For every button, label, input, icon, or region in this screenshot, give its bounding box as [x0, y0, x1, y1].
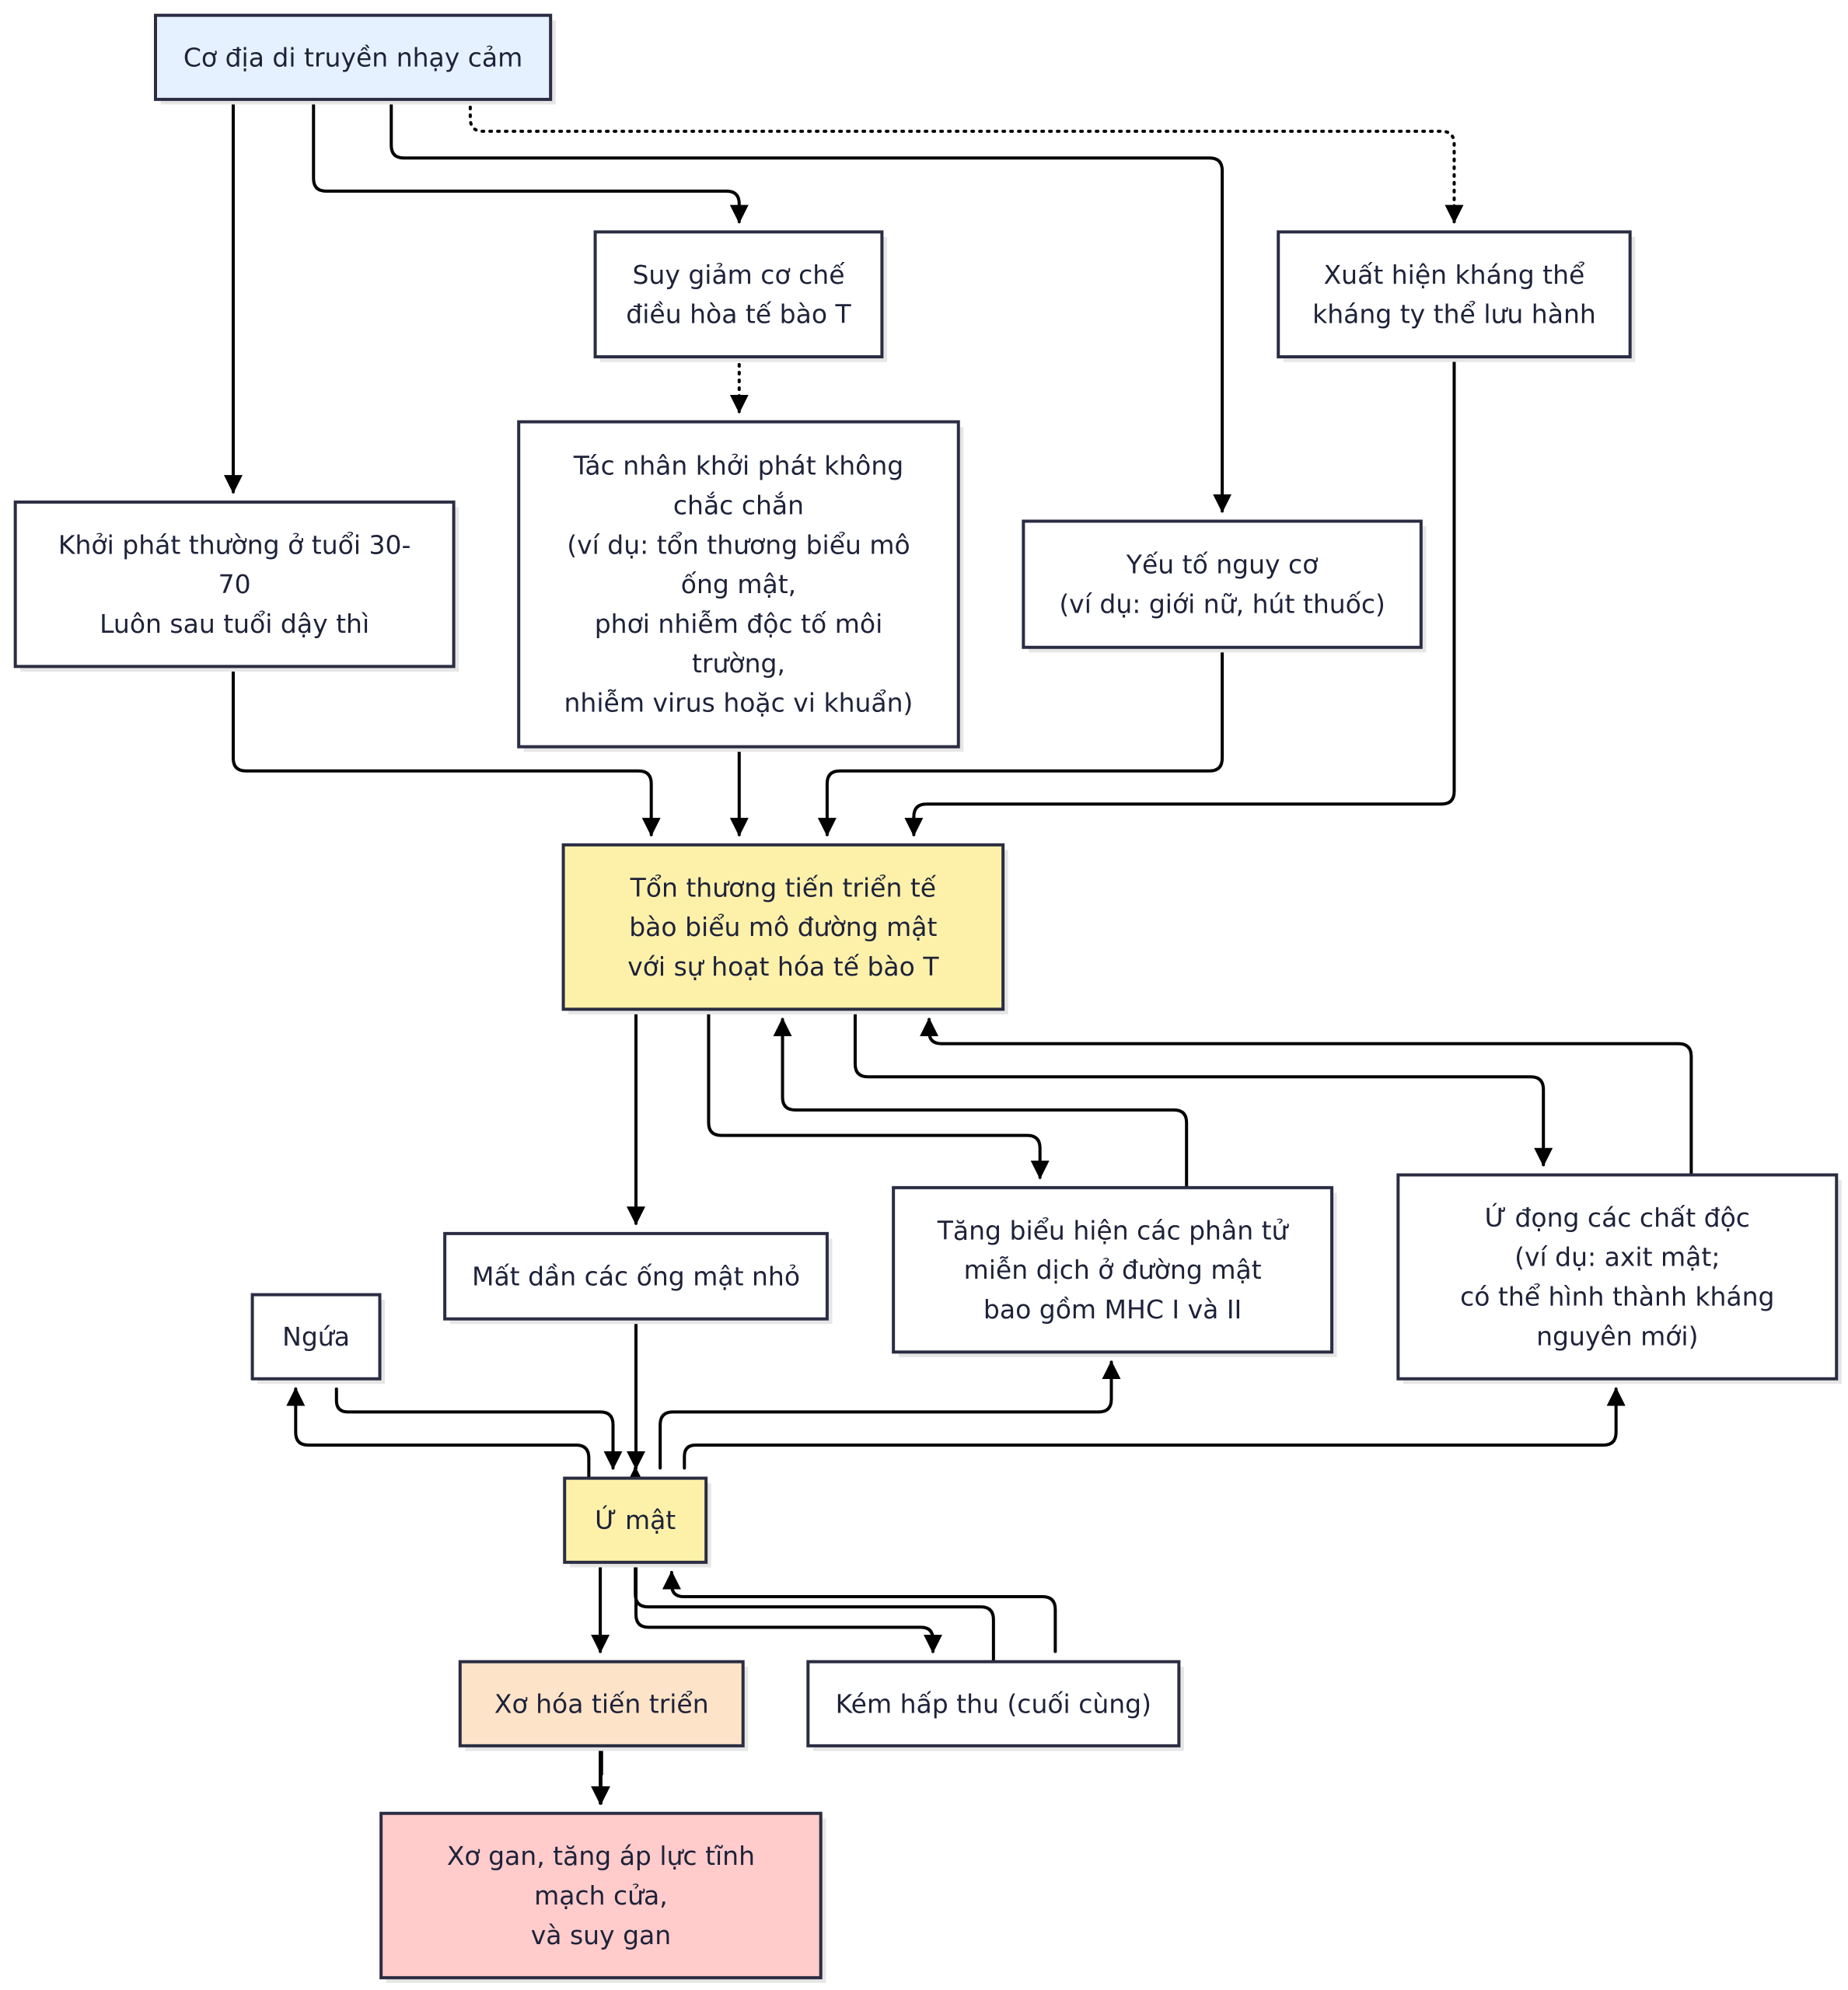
node-label-line: Xơ gan, tăng áp lực tĩnh — [447, 1841, 755, 1871]
node-cirrhosis: Xơ gan, tăng áp lực tĩnh mạch cửa, và suy … — [379, 1811, 826, 1983]
edge-cholestasis-to-fibrosis — [662, 1570, 1057, 1653]
edge-cholestasis-to-immune_expr — [659, 1360, 1121, 1470]
edge-genetic-to-risk — [390, 97, 1232, 513]
node-antibody: Xuất hiện kháng thể kháng ty thể lưu hành — [1277, 230, 1636, 362]
node-trigger: Tác nhân khởi phát không chắc chắn (ví dụ:… — [517, 420, 964, 752]
node-label-line: mạch cửa, — [534, 1880, 668, 1911]
node-box — [593, 230, 884, 359]
edge-malabsorption-to-cholestasis — [626, 1466, 995, 1747]
edge-antibody-to-damage — [904, 355, 1456, 837]
edge-onset-to-damage — [231, 665, 661, 837]
node-tcell_reg: Suy giảm cơ chế điều hòa tế bào T — [593, 230, 887, 362]
node-label-line: Tăng biểu hiện các phân tử — [937, 1215, 1290, 1245]
node-box — [379, 1811, 823, 1980]
node-label-line: chắc chắn — [673, 490, 804, 520]
node-fibrosis: Xơ hóa tiến triển — [458, 1660, 749, 1751]
node-box — [443, 1231, 829, 1321]
node-immune_expr: Tăng biểu hiện các phân tử miễn dịch ở đư… — [892, 1185, 1337, 1357]
node-label-line: Kém hấp thu (cuối cùng) — [836, 1688, 1151, 1719]
node-label-line: Ngứa — [282, 1321, 350, 1352]
edge-toxins-to-damage — [920, 1018, 1693, 1177]
node-label-line: Luôn sau tuổi dậy thì — [100, 609, 369, 639]
node-label-line: kháng ty thể lưu hành — [1312, 299, 1596, 330]
node-damage: Tổn thương tiến triển tế bào biểu mô đườn… — [561, 843, 1008, 1014]
node-itch: Ngứa — [250, 1293, 386, 1384]
node-box — [250, 1293, 382, 1381]
node-box — [153, 13, 553, 101]
node-label-line: (ví dụ: axit mật; — [1514, 1242, 1720, 1273]
node-label-line: (ví dụ: giới nữ, hút thuốc) — [1059, 589, 1385, 620]
node-label-line: có thể hình thành kháng — [1460, 1281, 1774, 1311]
node-toxins: Ứ đọng các chất độc (ví dụ: axit mật; có t… — [1396, 1173, 1842, 1384]
edge-toxins-to-cholestasis — [634, 1560, 942, 1653]
node-box — [563, 1476, 708, 1564]
node-label-line: Xuất hiện kháng thể — [1324, 260, 1585, 290]
node-malabsorption: Kém hấp thu (cuối cùng) — [806, 1660, 1184, 1751]
node-label-line: Khởi phát thường ở tuổi 30- — [58, 529, 411, 560]
node-label-line: Tổn thương tiến triển tế — [630, 872, 937, 902]
node-box — [517, 420, 960, 749]
edge-immune_expr-to-damage — [773, 1018, 1189, 1189]
node-label-line: Xơ hóa tiến triển — [494, 1688, 709, 1719]
node-genetic: Cơ địa di truyền nhạy cảm — [153, 13, 556, 105]
edge-damage-to-toxins — [853, 1007, 1553, 1167]
node-box — [1022, 519, 1423, 649]
node-box — [1396, 1173, 1839, 1381]
node-label-line: nguyên mới) — [1536, 1321, 1698, 1351]
edge-cholestasis-to-itch — [286, 1387, 591, 1480]
node-box — [13, 500, 456, 669]
node-label-line: Suy giảm cơ chế — [632, 260, 845, 290]
node-label-line: Mất dần các ống mật nhỏ — [472, 1261, 800, 1291]
node-box — [561, 843, 1005, 1011]
node-label-line: phơi nhiễm độc tố môi — [595, 609, 883, 639]
node-label-line: Ứ mật — [595, 1504, 676, 1535]
node-label-line: Ứ đọng các chất độc — [1485, 1202, 1750, 1233]
node-label-line: (ví dụ: tổn thương biểu mô — [567, 529, 910, 560]
node-risk: Yếu tố nguy cơ (ví dụ: giới nữ, hút thuốc… — [1022, 519, 1427, 653]
edges-layer — [223, 97, 1693, 1806]
node-box — [458, 1660, 745, 1747]
edge-immune_expr-to-cholestasis — [683, 1387, 1626, 1470]
node-label-line: 70 — [218, 569, 251, 599]
node-label-line: Yếu tố nguy cơ — [1126, 550, 1319, 580]
node-label-line: trường, — [692, 648, 785, 679]
node-label-line: Tác nhân khởi phát không — [573, 451, 903, 481]
node-label-line: Cơ địa di truyền nhạy cảm — [183, 42, 522, 72]
node-box — [892, 1185, 1334, 1354]
node-label-line: nhiễm virus hoặc vi khuẩn) — [564, 688, 914, 718]
node-cholestasis: Ứ mật — [563, 1476, 711, 1568]
node-label-line: bao gồm MHC I và II — [983, 1294, 1242, 1325]
edge-genetic-to-tcell_reg — [312, 97, 749, 224]
node-label-line: điều hòa tế bào T — [626, 299, 851, 330]
node-label-line: ống mật, — [681, 569, 796, 599]
node-label-line: và suy gan — [531, 1920, 671, 1950]
edge-itch-to-cholestasis — [334, 1387, 623, 1470]
node-duct_loss: Mất dần các ống mật nhỏ — [443, 1231, 833, 1325]
edge-risk-to-damage — [817, 645, 1224, 837]
node-label-line: miễn dịch ở đường mật — [964, 1255, 1262, 1285]
node-box — [1277, 230, 1632, 359]
edge-fibrosis-to-cirrhosis — [591, 1744, 610, 1806]
edge-damage-to-immune_expr — [707, 1007, 1050, 1180]
node-label-line: bào biểu mô đường mật — [629, 912, 937, 942]
node-label-line: với sự hoạt hóa tế bào T — [627, 951, 939, 982]
node-box — [806, 1660, 1181, 1747]
edge-genetic-to-antibody — [468, 97, 1464, 224]
